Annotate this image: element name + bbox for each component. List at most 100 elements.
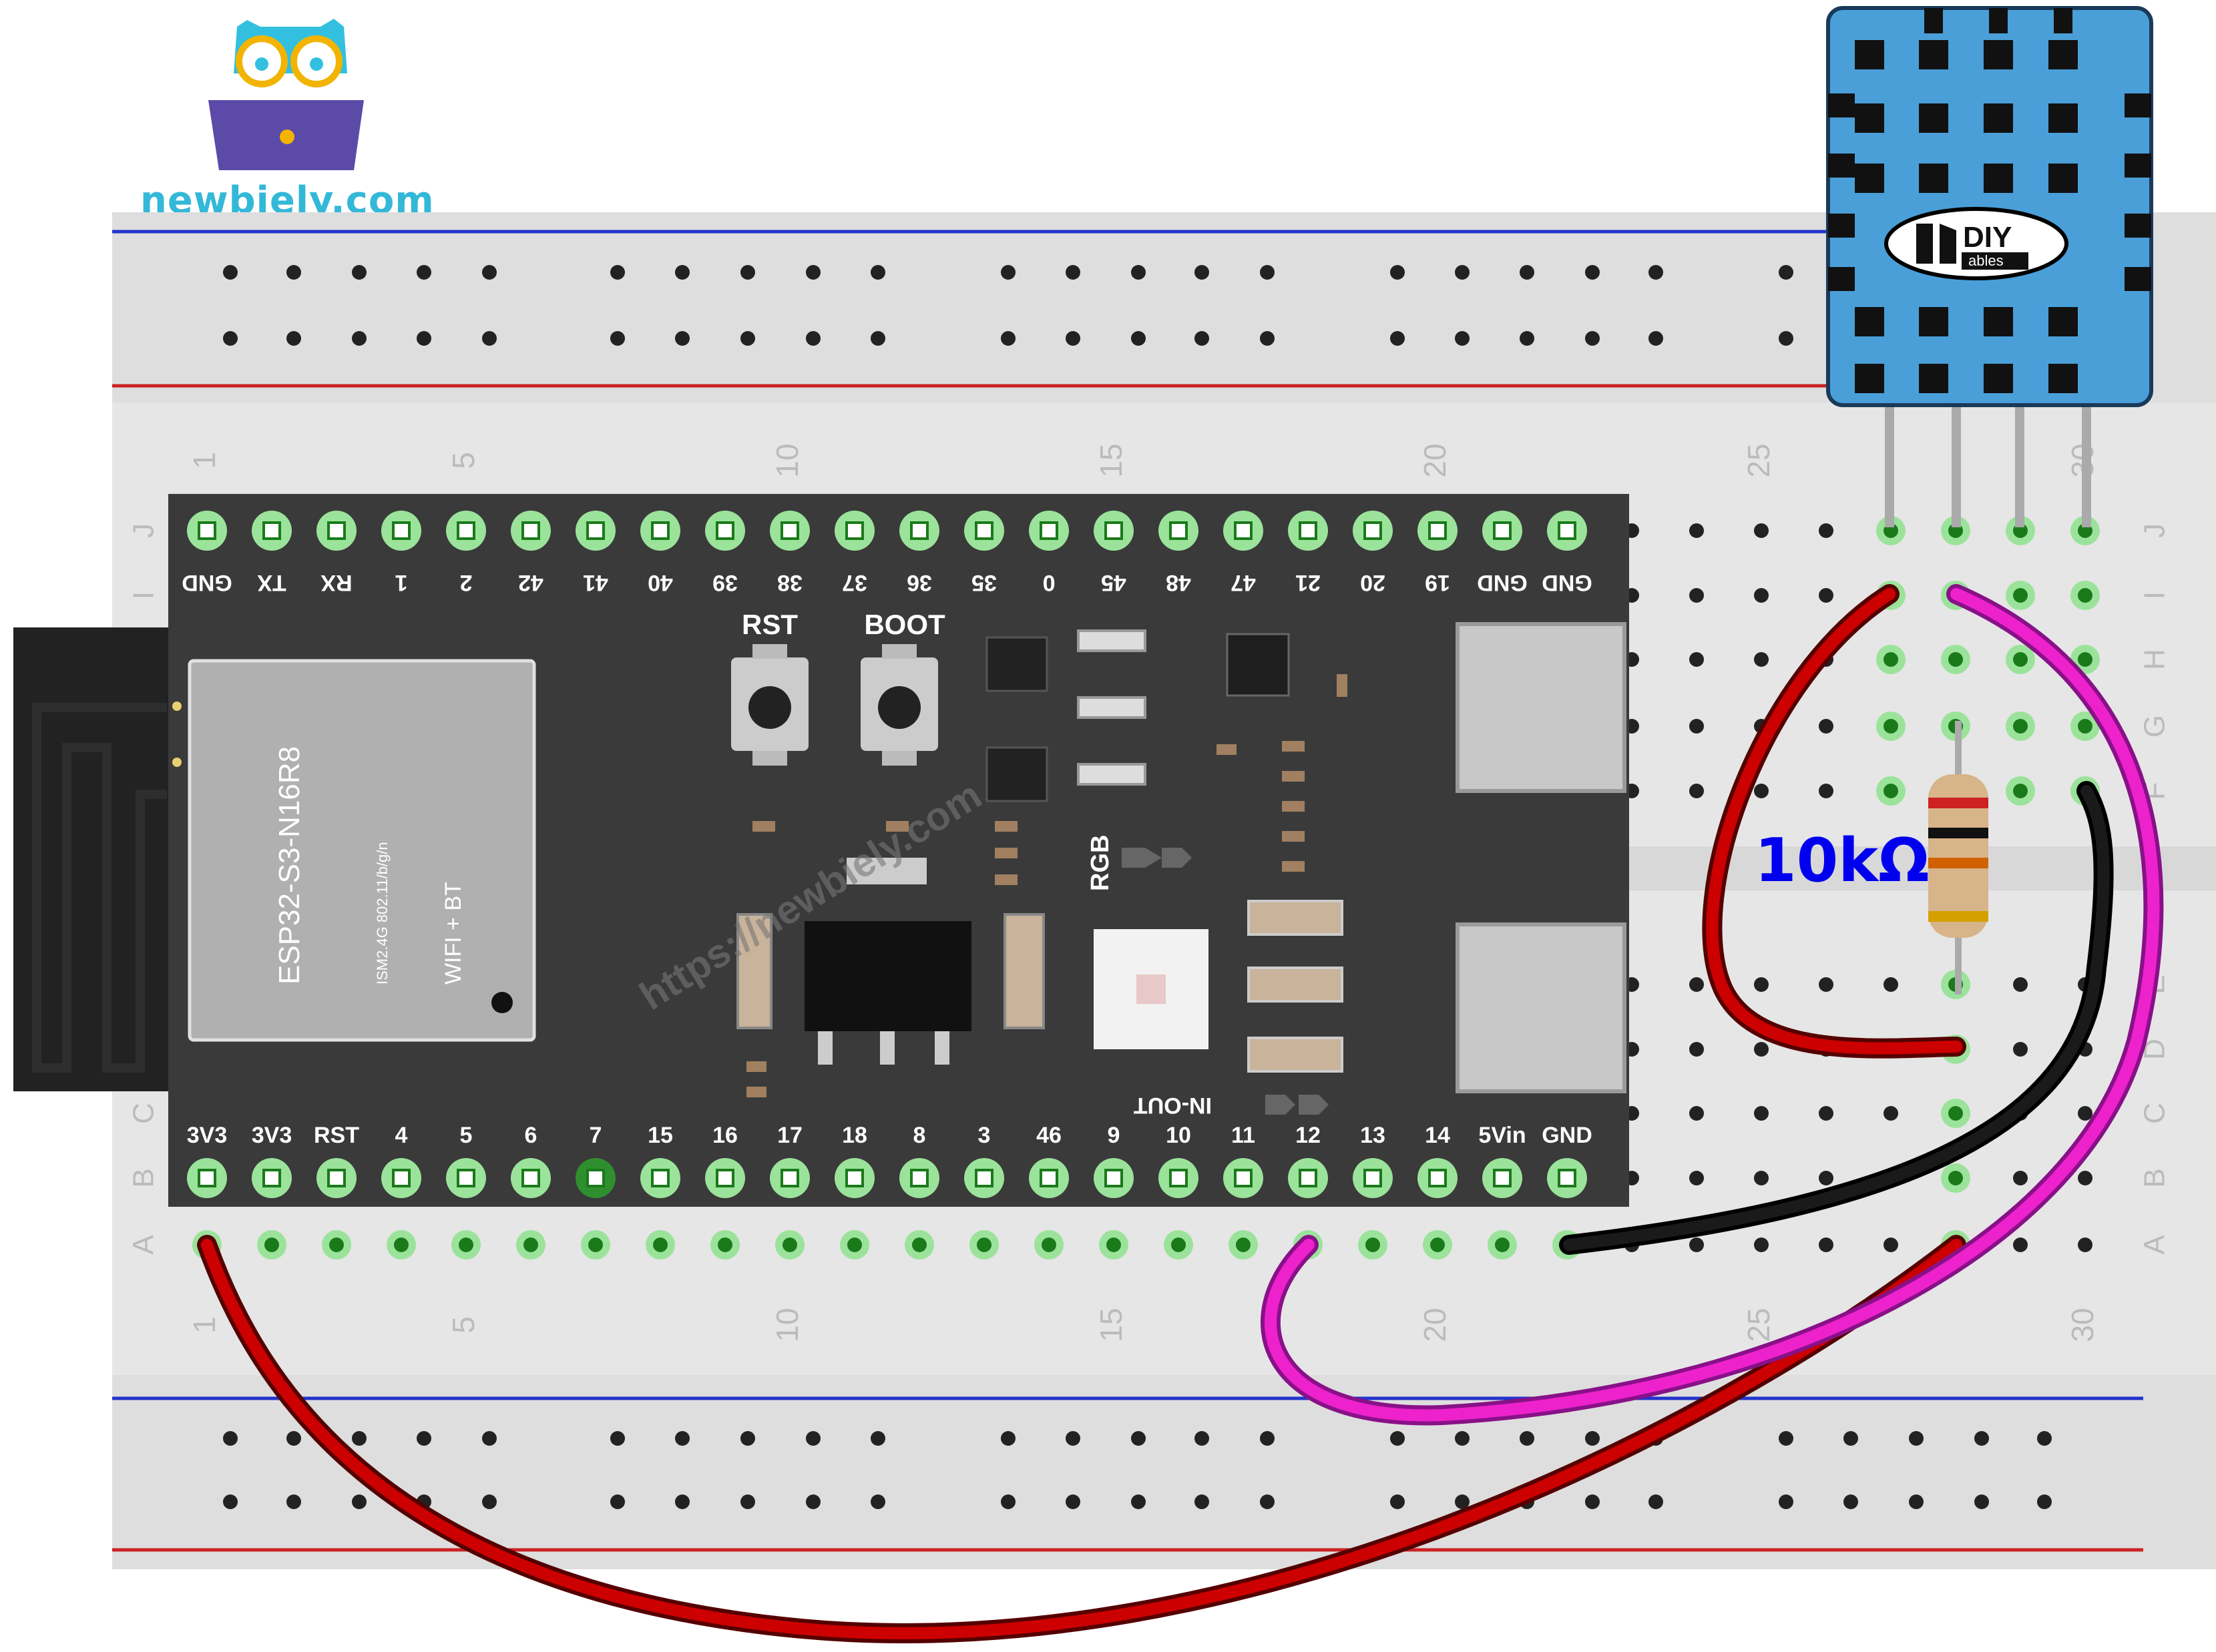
breadboard-hole-center [1754, 1042, 1769, 1057]
breadboard-hole-center [2037, 1494, 2052, 1509]
top-pin-label: 47 [1231, 570, 1256, 595]
rst-button[interactable] [731, 644, 809, 766]
breadboard-hole-center [1001, 265, 1016, 280]
breadboard-hole-center [1455, 1494, 1470, 1509]
board-pin-headers [187, 511, 1587, 1198]
sensor-vent [1984, 307, 2013, 336]
header-pin-pad [1493, 1169, 1512, 1187]
breadboard-hole-center [223, 265, 238, 280]
breadboard-hole-center [1689, 977, 1704, 992]
sensor-vent [1989, 8, 2008, 33]
breadboard-hole-center [1819, 1106, 1833, 1121]
breadboard-hole-center [417, 331, 431, 346]
bottom-pin-label: 15 [648, 1123, 673, 1148]
header-pin-pad [910, 1169, 929, 1187]
breadboard-hole-center [675, 265, 690, 280]
breadboard-hole-center [2078, 1171, 2092, 1185]
row-letter-label: H [2139, 649, 2171, 670]
bottom-pin-label: RST [314, 1123, 359, 1148]
breadboard-hole-center [675, 1494, 690, 1509]
sensor-vent [1828, 267, 1855, 291]
breadboard-hole-center [286, 331, 301, 346]
column-number-label: 10 [770, 1308, 805, 1342]
bottom-pin-label: 13 [1360, 1123, 1385, 1148]
breadboard-hole-center [675, 331, 690, 346]
bottom-pin-label: 7 [590, 1123, 602, 1148]
header-pin-pad [586, 1169, 605, 1187]
breadboard-hole-center [1689, 523, 1704, 538]
breadboard-hole-center [1585, 1494, 1600, 1509]
breadboard-hole-center [1754, 977, 1769, 992]
breadboard-hole-center [1754, 1106, 1769, 1121]
breadboard-hole-center [1819, 588, 1833, 603]
breadboard-hole-center [286, 1494, 301, 1509]
breadboard-hole-center [1194, 1494, 1209, 1509]
module-pad [172, 702, 182, 711]
breadboard-hole-center [352, 1431, 367, 1446]
breadboard-hole-center [783, 1237, 797, 1252]
header-pin-pad [1558, 521, 1576, 540]
row-letter-label: B [128, 1168, 160, 1187]
header-pin-pad [1104, 1169, 1123, 1187]
breadboard-hole-center [1495, 1237, 1510, 1252]
breadboard-hole-center [1520, 1431, 1534, 1446]
breadboard-hole-center [1948, 652, 1963, 667]
header-pin-pad [1104, 521, 1123, 540]
breadboard-hole-center [1455, 331, 1470, 346]
breadboard-hole-center [352, 1494, 367, 1509]
header-pin-pad [392, 521, 411, 540]
bottom-pin-label: 6 [525, 1123, 537, 1148]
breadboard-hole-center [1520, 265, 1534, 280]
breadboard-hole-center [1260, 1494, 1275, 1509]
boot-button[interactable] [861, 644, 938, 766]
breadboard-hole-center [806, 1431, 821, 1446]
header-pin-pad [1363, 1169, 1382, 1187]
sensor-vent [1919, 40, 1948, 69]
breadboard-hole-center [871, 1431, 885, 1446]
column-number-label: 30 [2065, 1308, 2100, 1342]
breadboard-hole-center [2013, 784, 2028, 798]
breadboard-hole-center [1779, 1494, 1793, 1509]
breadboard-hole-center [1520, 331, 1534, 346]
column-number-label: 25 [1741, 443, 1776, 477]
top-pin-label: 19 [1425, 570, 1450, 595]
header-pin-pad [1558, 1169, 1576, 1187]
breadboard-hole-center [1883, 719, 1898, 734]
breadboard-hole-center [1689, 1106, 1704, 1121]
sensor-vent [1984, 40, 2013, 69]
breadboard-hole-center [286, 1431, 301, 1446]
header-pin-pad [521, 1169, 540, 1187]
header-pin-pad [1493, 521, 1512, 540]
bottom-pin-label: 46 [1036, 1123, 1062, 1148]
sensor-leads [1885, 400, 2091, 527]
sensor-vent [1919, 164, 1948, 193]
breadboard-hole-center [610, 265, 625, 280]
column-number-label: 20 [1417, 443, 1452, 477]
breadboard-hole-center [482, 1494, 497, 1509]
breadboard-hole-center [352, 265, 367, 280]
breadboard-hole-center [459, 1237, 473, 1252]
inout-label: IN-OUT [1134, 1093, 1212, 1118]
sensor-vent [1924, 8, 1943, 33]
row-letter-label: J [2139, 523, 2171, 538]
breadboard-hole-center [1754, 1171, 1769, 1185]
header-pin-pad [1234, 521, 1253, 540]
breadboard-hole-center [523, 1237, 538, 1252]
sensor-vent [1984, 103, 2013, 133]
header-pin-pad [457, 1169, 475, 1187]
breadboard-hole-center [1689, 652, 1704, 667]
header-pin-pad [1299, 1169, 1317, 1187]
breadboard-hole-center [1883, 1237, 1898, 1252]
sensor-vent [1984, 364, 2013, 393]
breadboard-hole-center [1689, 1237, 1704, 1252]
breadboard-hole-center [1883, 1106, 1898, 1121]
header-pin-pad [327, 1169, 346, 1187]
header-pin-pad [781, 1169, 799, 1187]
wires [197, 584, 2164, 1643]
breadboard-hole-center [1948, 1106, 1963, 1121]
breadboard-hole-center [740, 1431, 755, 1446]
breadboard-hole-center [977, 1237, 991, 1252]
breadboard-hole-center [417, 1431, 431, 1446]
